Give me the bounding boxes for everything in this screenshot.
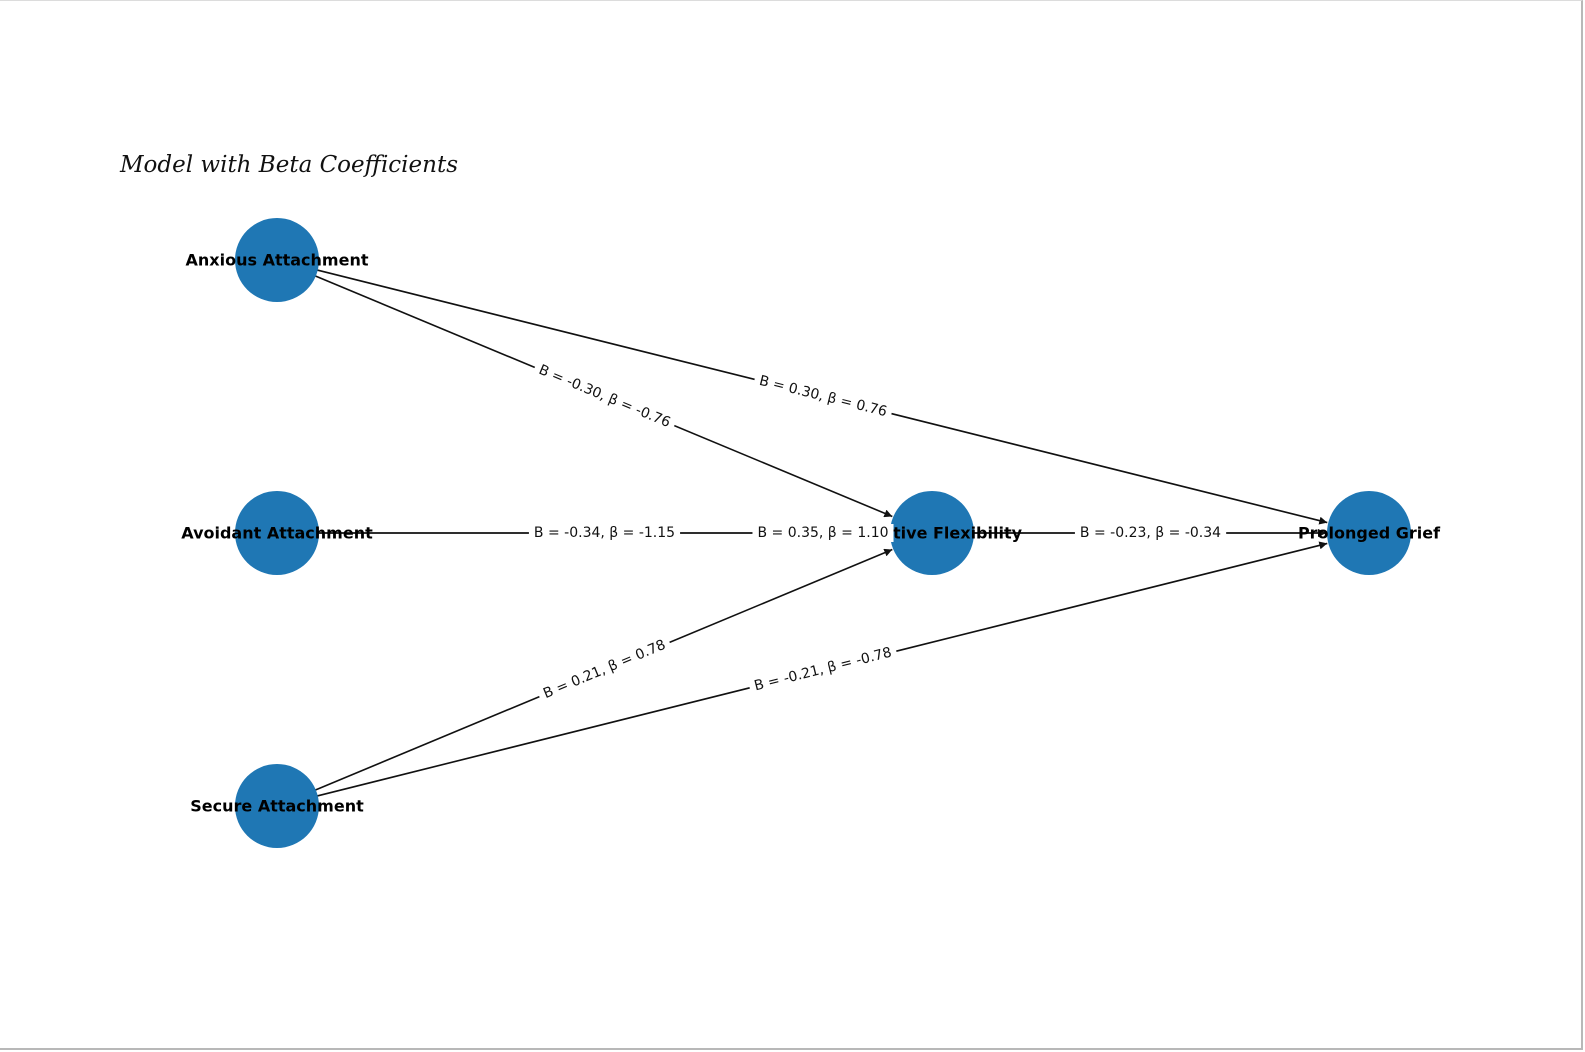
edge-label-text-anxious-cognitive: B = -0.30, β = -0.76 — [536, 362, 673, 431]
edge-label-text-anxious-grief: B = 0.30, β = 0.76 — [757, 373, 888, 420]
edge-label-text-secure-cognitive: B = 0.21, β = 0.78 — [541, 637, 668, 702]
edge-label-avoidant-cognitive: B = -0.34, β = -1.15 — [528, 524, 681, 542]
node-avoidant: Avoidant Attachment — [181, 491, 373, 575]
edge-label-secure-grief: B = -0.21, β = -0.78 — [747, 642, 899, 697]
edge-label-bg-anxious-grief — [752, 370, 894, 423]
edge-label-bg-secure-cognitive — [535, 634, 674, 705]
diagram-title: Model with Beta Coefficients — [119, 152, 458, 178]
node-label-avoidant: Avoidant Attachment — [181, 524, 373, 543]
edge-label-anxious-cognitive: B = -0.30, β = -0.76 — [531, 359, 678, 434]
edge-label-text-cognitive-grief: B = -0.23, β = -0.34 — [1080, 525, 1221, 541]
edge-label-bg-anxious-cognitive — [531, 359, 678, 434]
node-label-secure: Secure Attachment — [190, 797, 364, 816]
node-circle-cognitive — [890, 491, 974, 575]
node-circle-avoidant — [235, 491, 319, 575]
edge-label-text-avoidant-grief: B = 0.35, β = 1.10 — [757, 525, 888, 541]
edge-label-bg-secure-grief — [747, 642, 899, 697]
edge-label-bg-avoidant-cognitive — [528, 524, 681, 542]
edge-label-avoidant-grief: B = 0.35, β = 1.10 — [752, 524, 894, 542]
node-label-anxious: Anxious Attachment — [186, 251, 369, 270]
edge-labels-layer: B = -0.30, β = -0.76 B = 0.30, β = 0.76 B … — [528, 359, 1227, 705]
edge-label-anxious-grief: B = 0.30, β = 0.76 — [752, 370, 894, 423]
node-circle-secure — [235, 764, 319, 848]
node-circle-anxious — [235, 218, 319, 302]
node-label-grief: Prolonged Grief — [1298, 524, 1441, 543]
node-secure: Secure Attachment — [190, 764, 364, 848]
node-grief: Prolonged Grief — [1298, 491, 1441, 575]
edge-label-bg-avoidant-grief — [752, 524, 894, 542]
edge-label-secure-cognitive: B = 0.21, β = 0.78 — [535, 634, 674, 705]
node-circle-grief — [1327, 491, 1411, 575]
edge-label-text-avoidant-cognitive: B = -0.34, β = -1.15 — [534, 525, 675, 541]
node-anxious: Anxious Attachment — [186, 218, 369, 302]
edge-label-text-secure-grief: B = -0.21, β = -0.78 — [753, 645, 894, 695]
edge-label-cognitive-grief: B = -0.23, β = -0.34 — [1074, 524, 1227, 542]
edge-label-bg-cognitive-grief — [1074, 524, 1227, 542]
